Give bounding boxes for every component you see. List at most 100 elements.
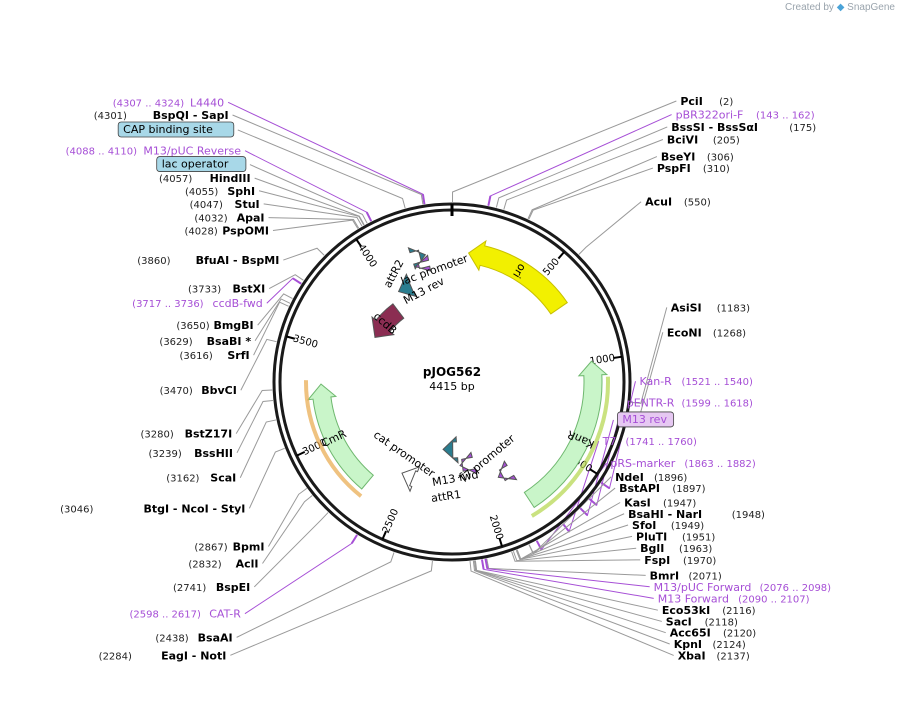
feature-t7-promoter[interactable] — [497, 460, 518, 482]
site-name: CAP binding site — [123, 123, 213, 136]
site-bbvci[interactable]: BbvCI(3470) — [160, 384, 237, 397]
site-position: (1521 .. 1540) — [681, 377, 753, 388]
feature-m13-rev[interactable] — [414, 254, 432, 272]
feature-attr1[interactable] — [442, 435, 459, 464]
site-l4440[interactable]: L4440(4307 .. 4324) — [113, 96, 224, 109]
site-apai[interactable]: ApaI(4032) — [194, 212, 264, 225]
site-saci[interactable]: SacI(2118) — [666, 615, 738, 628]
site-position: (2118) — [705, 617, 738, 628]
feature-ccdb[interactable] — [371, 303, 405, 338]
site-name: BsaBI * — [207, 335, 252, 348]
site-bsahi-nari[interactable]: BsaHI - NarI(1948) — [628, 508, 765, 521]
site-bmgbi[interactable]: BmgBI(3650) — [176, 319, 253, 332]
site-bstapi[interactable]: BstAPI(1897) — [619, 482, 706, 495]
site-name: PspOMI — [222, 225, 269, 238]
site-position: (2867) — [194, 542, 227, 553]
site-t7[interactable]: T7(1741 .. 1760) — [602, 435, 697, 448]
site-name: BssHII — [194, 447, 233, 460]
site-sphi[interactable]: SphI(4055) — [185, 185, 255, 198]
site-bfuai-bspmi[interactable]: BfuAI - BspMI(3860) — [137, 254, 279, 267]
site-asisi[interactable]: AsiSI(1183) — [671, 301, 750, 314]
leader-line — [227, 101, 425, 205]
site-hindiii[interactable]: HindIII(4057) — [159, 172, 251, 185]
site-m13-forward[interactable]: M13 Forward(2090 .. 2107) — [658, 592, 810, 605]
site-pentr-r[interactable]: pENTR-R(1599 .. 1618) — [627, 397, 753, 410]
site-ndei[interactable]: NdeI(1896) — [615, 471, 687, 484]
site-prs-marker[interactable]: pRS-marker(1863 .. 1882) — [610, 457, 756, 470]
leader-line — [266, 277, 302, 304]
site-bseyi[interactable]: BseYI(306) — [661, 151, 734, 164]
site-bsaai[interactable]: BsaAI(2438) — [155, 631, 232, 644]
site-scai[interactable]: ScaI(3162) — [166, 472, 236, 485]
site-bstz17i[interactable]: BstZ17I(3280) — [141, 428, 233, 441]
feature-m13-fwd[interactable] — [459, 451, 478, 475]
site-cap-binding-site[interactable]: CAP binding site — [117, 121, 235, 138]
site-econi[interactable]: EcoNI(1268) — [667, 326, 746, 339]
site-pluti[interactable]: PluTI(1951) — [636, 530, 715, 543]
site-acli[interactable]: AclI(2832) — [188, 557, 258, 570]
site-bspei[interactable]: BspEI(2741) — [173, 581, 250, 594]
leader-line — [487, 114, 672, 206]
feature-kanr[interactable] — [523, 360, 609, 509]
primer-mark — [487, 195, 492, 206]
site-bgli[interactable]: BglI(1963) — [640, 542, 712, 555]
site-bsshii[interactable]: BssHII(3239) — [149, 447, 233, 460]
site-name: AsiSI — [671, 301, 702, 314]
site-position: (2137) — [716, 651, 749, 662]
site-lac-operator[interactable]: lac operator — [156, 156, 247, 172]
site-pspfi[interactable]: PspFI(310) — [657, 162, 730, 175]
site-pcii[interactable]: PciI(2) — [680, 95, 733, 108]
site-bpmi[interactable]: BpmI(2867) — [194, 540, 264, 553]
site-name: BglI — [640, 542, 664, 555]
credit-text: Created by — [784, 2, 834, 13]
site-srfi[interactable]: SrfI(3616) — [180, 349, 250, 362]
site-stui[interactable]: StuI(4047) — [190, 198, 260, 211]
site-m13-rev[interactable]: M13 rev — [617, 411, 675, 428]
site-sfoi[interactable]: SfoI(1949) — [632, 519, 704, 532]
site-bsabi[interactable]: BsaBI *(3629) — [159, 335, 251, 348]
feature-cmr[interactable] — [306, 383, 375, 490]
leader-line — [236, 399, 274, 454]
site-name: Kan-R — [639, 375, 672, 388]
site-m13-puc-reverse[interactable]: M13/pUC Reverse(4088 .. 4110) — [66, 145, 242, 158]
leader-line — [511, 551, 641, 562]
site-eagi-noti[interactable]: EagI - NotI(2284) — [99, 649, 227, 662]
site-position: (205) — [713, 135, 740, 146]
site-position: (4047) — [190, 200, 223, 211]
site-kpni[interactable]: KpnI(2124) — [674, 638, 746, 651]
site-eco53ki[interactable]: Eco53kI(2116) — [662, 604, 756, 617]
site-name: BmgBI — [213, 319, 253, 332]
tick-label: 4000 — [355, 242, 378, 269]
site-cat-r[interactable]: CAT-R(2598 .. 2617) — [129, 608, 241, 621]
site-name: XbaI — [678, 649, 706, 662]
site-bspqi-sapi[interactable]: BspQI - SapI(4301) — [94, 109, 229, 122]
site-pspomi[interactable]: PspOMI(4028) — [185, 225, 269, 238]
feature-cat-promoter[interactable] — [401, 466, 421, 493]
site-btgi-ncoi-styi[interactable]: BtgI - NcoI - StyI(3046) — [60, 502, 245, 515]
site-xbai[interactable]: XbaI (2137) — [678, 649, 750, 662]
site-ccdb-fwd[interactable]: ccdB-fwd(3717 .. 3736) — [132, 297, 263, 310]
site-pbr322ori-f[interactable]: pBR322ori-F(143 .. 162) — [676, 109, 815, 122]
site-bsssi-bsss-i[interactable]: BssSI - BssSαI(175) — [671, 121, 816, 134]
site-fspi[interactable]: FspI(1970) — [644, 554, 716, 567]
site-bcivi[interactable]: BciVI(205) — [667, 133, 740, 146]
site-bmri[interactable]: BmrI(2071) — [650, 569, 722, 582]
site-bstxi[interactable]: BstXI(3733) — [188, 283, 265, 296]
site-acc65i[interactable]: Acc65I(2120) — [670, 627, 757, 640]
feature-ori[interactable] — [467, 239, 569, 315]
site-position: (2832) — [188, 559, 221, 570]
site-name: AcuI — [645, 196, 672, 209]
site-position: (550) — [684, 198, 711, 209]
feature-attr2[interactable] — [397, 273, 417, 298]
site-name: EagI - NotI — [161, 649, 226, 662]
site-kasi[interactable]: KasI(1947) — [624, 496, 696, 509]
site-position: (4055) — [185, 187, 218, 198]
tick-mark — [613, 355, 623, 360]
site-kan-r[interactable]: Kan-R (1521 .. 1540) — [639, 375, 753, 388]
site-position: (2741) — [173, 583, 206, 594]
site-acui[interactable]: AcuI (550) — [645, 196, 711, 209]
site-position: (2124) — [712, 640, 745, 651]
site-name: EcoNI — [667, 326, 702, 339]
site-position: (3860) — [137, 256, 170, 267]
site-m13-puc-forward[interactable]: M13/pUC Forward(2076 .. 2098) — [654, 581, 832, 594]
